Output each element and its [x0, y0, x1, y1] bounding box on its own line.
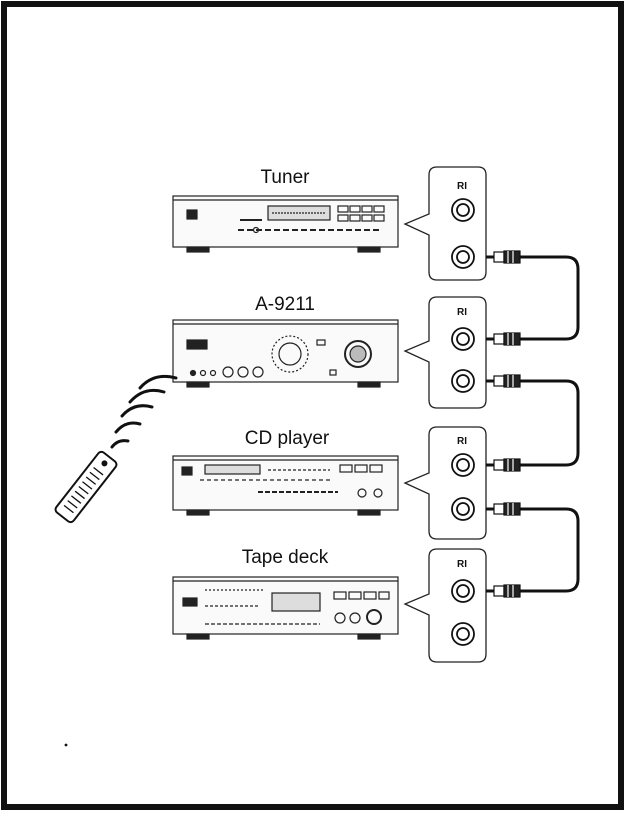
ri-jack-tuner-upper	[451, 198, 475, 222]
amplifier-unit	[172, 319, 399, 388]
plug-cd-player-upper	[486, 458, 521, 472]
plug-amplifier-lower	[486, 374, 521, 388]
ri-jack-tape-deck-upper	[451, 579, 475, 603]
ri-jack-cd-player-upper	[451, 453, 475, 477]
ri-label-amplifier: RI	[457, 307, 467, 318]
plug-cd-player-lower	[486, 502, 521, 516]
ri-label-tuner: RI	[457, 181, 467, 192]
ri-cable-amplifier-cd-player	[520, 379, 580, 467]
ri-label-cd-player: RI	[457, 436, 467, 447]
ri-jack-tuner-lower	[451, 245, 475, 269]
ri-jack-amplifier-lower	[451, 369, 475, 393]
device-label-tuner: Tuner	[261, 167, 311, 188]
ri-cable-tuner-amplifier	[520, 255, 580, 341]
tape-deck-unit	[172, 576, 399, 640]
tuner-unit	[172, 195, 399, 253]
device-label-tape-deck: Tape deck	[242, 547, 329, 568]
infrared-signal-icon	[110, 374, 178, 449]
ri-jack-amplifier-upper	[451, 327, 475, 351]
plug-tuner	[486, 250, 521, 264]
cable-plugs	[486, 250, 521, 598]
device-label-amplifier: A-9211	[255, 294, 315, 315]
ri-jack-tape-deck-lower	[451, 622, 475, 646]
cd-player-unit	[172, 455, 399, 516]
ri-label-tape-deck: RI	[457, 559, 467, 570]
stray-dot	[64, 743, 68, 747]
remote-control-icon	[54, 450, 118, 524]
plug-tape-deck	[486, 584, 521, 598]
ri-jack-cd-player-lower	[451, 497, 475, 521]
device-label-cd-player: CD player	[245, 428, 330, 449]
ri-cable-cd-player-tape-deck	[520, 507, 580, 593]
plug-amplifier-upper	[486, 332, 521, 346]
